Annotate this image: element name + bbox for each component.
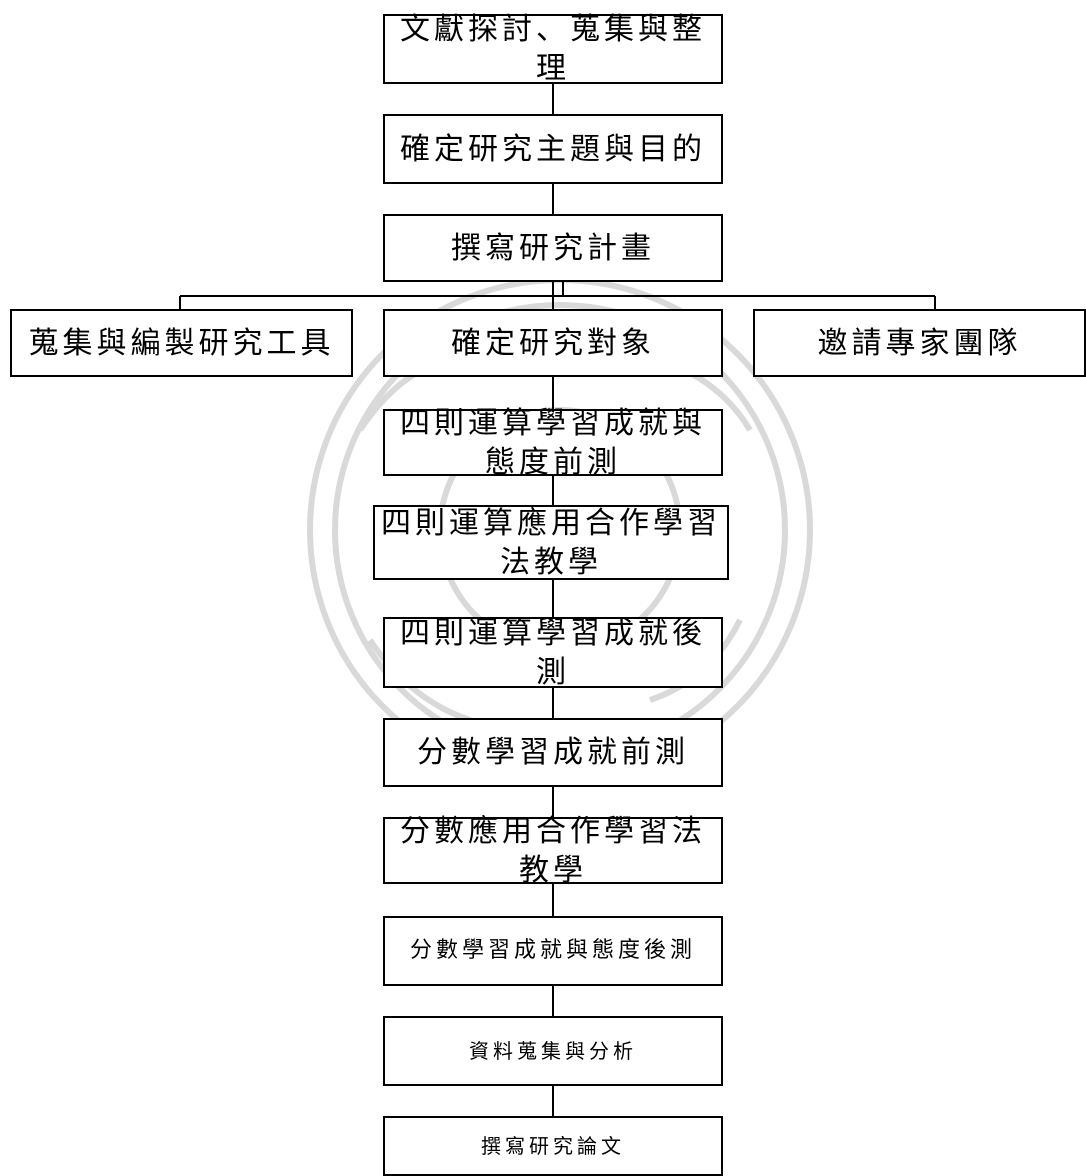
step-tools: 蒐集與編製研究工具 <box>10 309 353 377</box>
step-fraction-posttest: 分數學習成就與態度後測 <box>383 916 723 986</box>
step-literature: 文獻探討、蒐集與整理 <box>383 12 723 86</box>
step-analysis: 資料蒐集與分析 <box>383 1016 723 1086</box>
step-fraction-pretest: 分數學習成就前測 <box>383 718 723 787</box>
step-thesis: 撰寫研究論文 <box>383 1116 723 1176</box>
step-plan: 撰寫研究計畫 <box>383 214 723 282</box>
step-arith-posttest: 四則運算學習成就後測 <box>383 616 723 690</box>
step-experts: 邀請專家團隊 <box>753 309 1086 377</box>
step-arith-pretest: 四則運算學習成就與態度前測 <box>383 406 723 480</box>
step-topic: 確定研究主題與目的 <box>383 114 723 184</box>
step-subjects: 確定研究對象 <box>383 309 723 377</box>
step-fraction-teaching: 分數應用合作學習法教學 <box>383 814 723 888</box>
step-arith-teaching: 四則運算應用合作學習法教學 <box>373 505 729 580</box>
